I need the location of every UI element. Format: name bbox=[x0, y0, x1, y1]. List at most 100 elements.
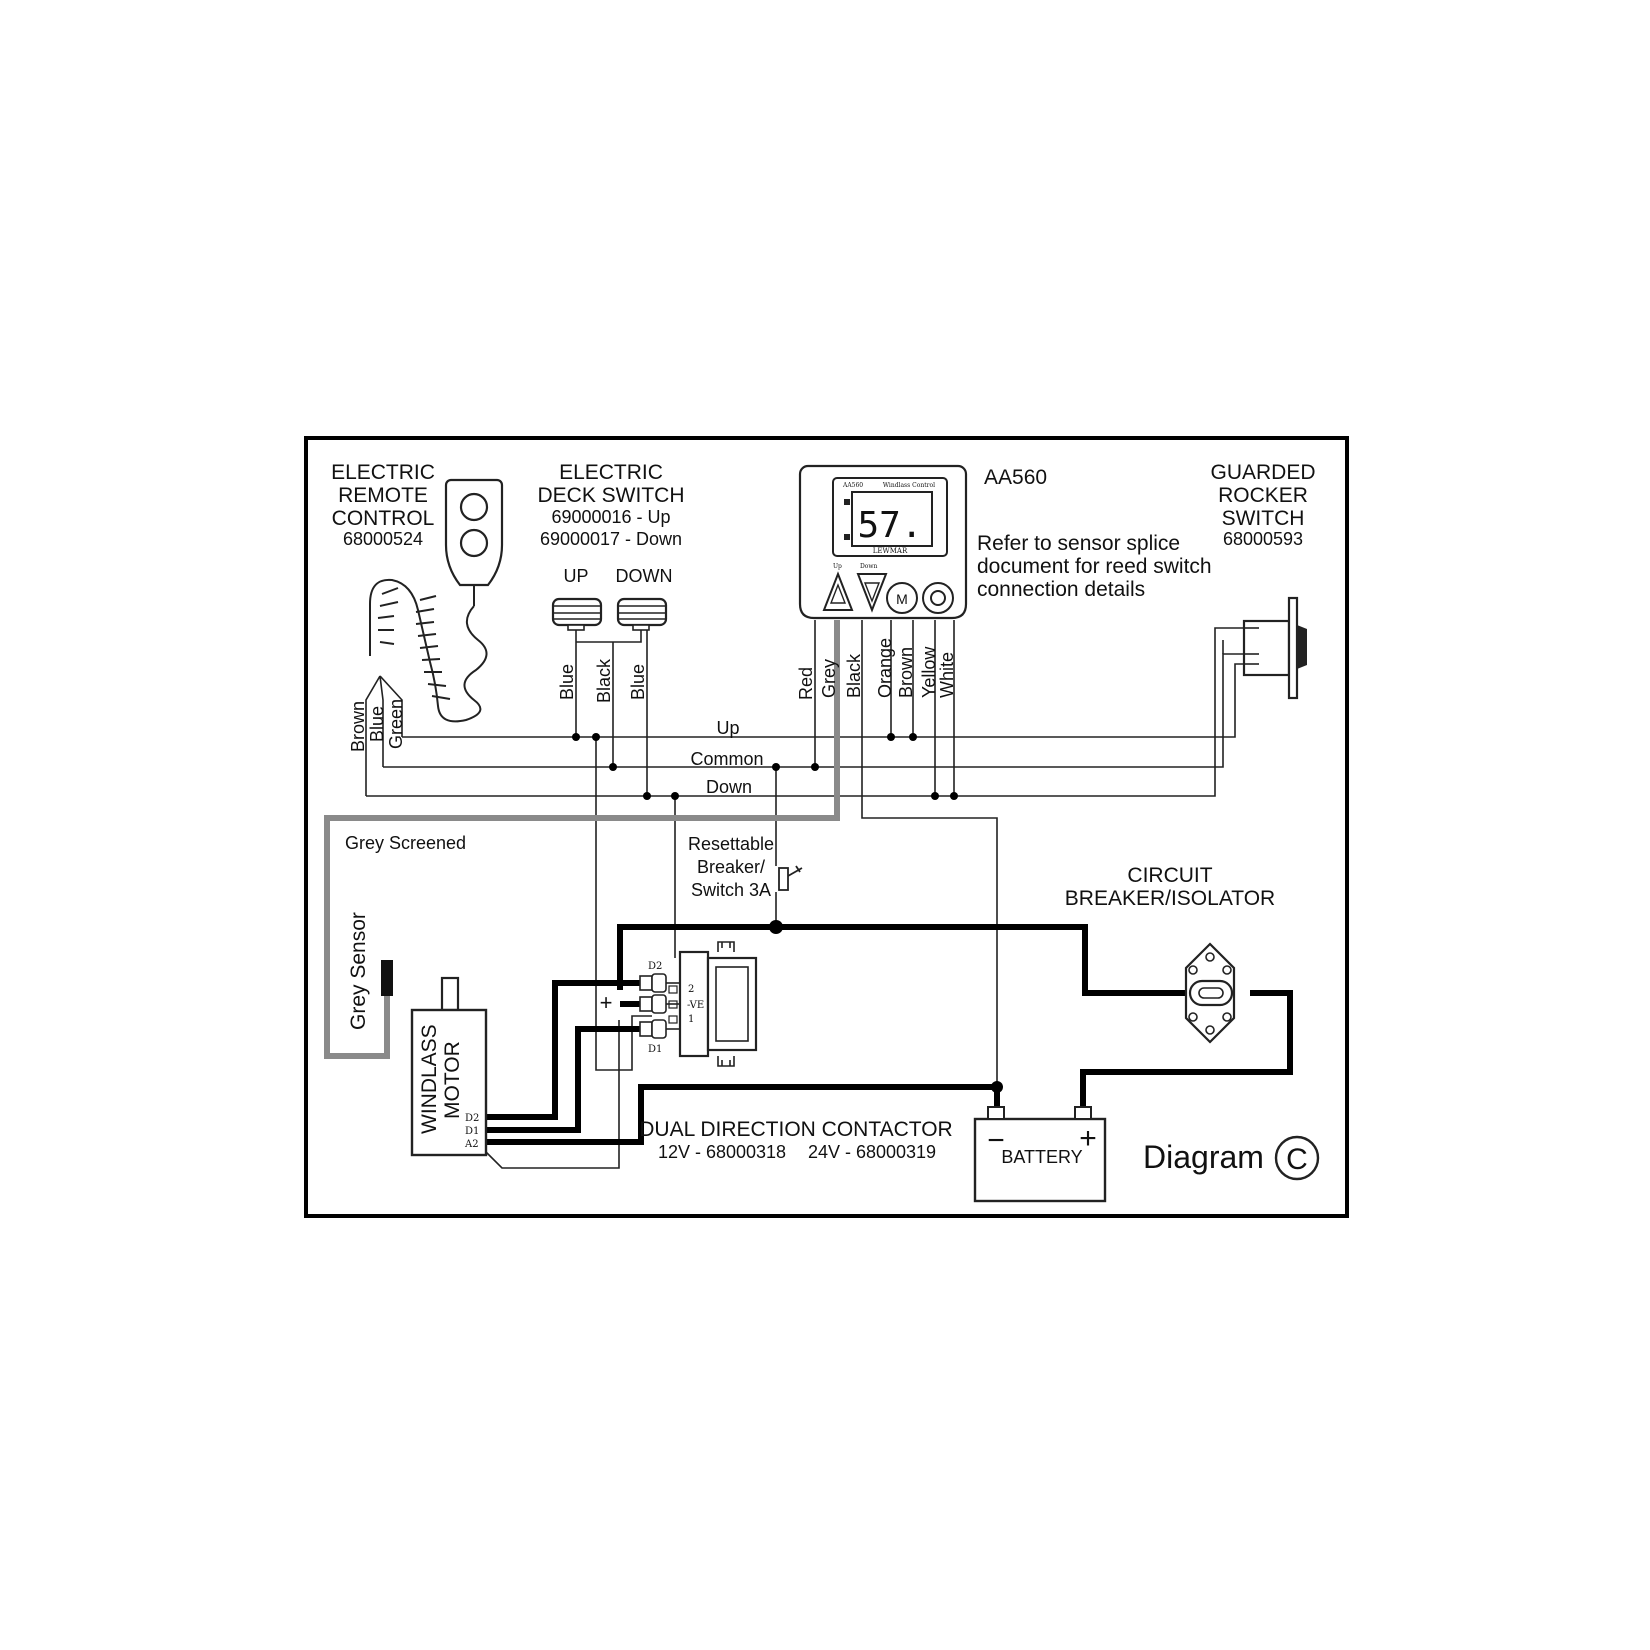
d1-power-wire bbox=[486, 1026, 640, 1133]
contactor-part-24v: 24V - 68000319 bbox=[808, 1142, 936, 1162]
remote-title-3: CONTROL bbox=[332, 507, 435, 530]
remote-coiled-cord-loops bbox=[377, 587, 451, 700]
remote-wire-green: Green bbox=[386, 699, 406, 749]
contactor-d1-stud-icon bbox=[639, 1021, 653, 1037]
cb-screw-bottom-icon bbox=[1205, 1025, 1215, 1035]
resettable-breaker-icon bbox=[778, 867, 789, 891]
rocker-body-icon bbox=[1242, 619, 1291, 677]
grey-screened-cable bbox=[324, 620, 840, 1059]
motor-title-1: WINDLASS bbox=[418, 1024, 441, 1134]
common-bus-label: Common bbox=[690, 749, 763, 769]
controller-display-window bbox=[851, 491, 933, 547]
electric-deck-switch: ELECTRIC DECK SWITCH 69000016 - Up 69000… bbox=[538, 461, 685, 703]
battery-label: BATTERY bbox=[1001, 1147, 1082, 1167]
contactor-top-tab-icon bbox=[717, 941, 735, 952]
deck-up-to-contactor bbox=[595, 737, 652, 1071]
ctrl-wire-yellow: Yellow bbox=[919, 646, 939, 698]
rocker-title-3: SWITCH bbox=[1222, 507, 1305, 530]
remote-title-1: ELECTRIC bbox=[331, 461, 435, 484]
cb-screw-br-icon bbox=[1222, 1012, 1232, 1022]
deck-wire-black: Black bbox=[594, 658, 614, 703]
contactor-plus-label: + bbox=[600, 990, 613, 1015]
cb-screw-tl-icon bbox=[1188, 965, 1198, 975]
contactor-ve-nut-icon bbox=[651, 994, 667, 1014]
motor-shaft-icon bbox=[440, 976, 460, 1012]
contactor-d1-nut-icon bbox=[651, 1019, 667, 1039]
rocker-bezel-icon bbox=[1287, 596, 1299, 700]
circuit-breaker-slot-icon bbox=[1198, 987, 1224, 999]
a2-return-wire bbox=[485, 1020, 620, 1169]
controller-power-glyph bbox=[930, 590, 946, 606]
circuit-breaker-title-2: BREAKER/ISOLATOR bbox=[1065, 887, 1275, 910]
battery-negative-wire bbox=[486, 1084, 1000, 1145]
contactor-body-icon bbox=[678, 950, 710, 1058]
remote-blue-lead bbox=[379, 675, 384, 767]
contactor-pin1-icon bbox=[668, 1015, 678, 1024]
controller-screen-header-right: Windlass Control bbox=[883, 482, 935, 489]
motor-title-2: MOTOR bbox=[441, 1041, 464, 1119]
deck-wire-blue-down: Blue bbox=[628, 664, 648, 700]
remote-title-2: REMOTE bbox=[338, 484, 428, 507]
controller-indicator-bottom bbox=[844, 534, 850, 540]
windlass-motor: WINDLASS MOTOR D2 D1 A2 bbox=[410, 976, 488, 1157]
diagram-letter-circle bbox=[1274, 1135, 1320, 1181]
motor-terminal-a2: A2 bbox=[464, 1139, 479, 1150]
motor-body-icon bbox=[410, 1008, 488, 1157]
remote-green-lead bbox=[379, 675, 403, 737]
ctrl-wire-white: White bbox=[937, 652, 957, 698]
power-wires bbox=[486, 924, 1293, 1145]
circuit-breaker-title-1: CIRCUIT bbox=[1127, 864, 1212, 887]
contactor-ve-stud-icon bbox=[639, 996, 653, 1012]
controller-mode-button-icon bbox=[886, 582, 918, 614]
controller-up-button-icon bbox=[822, 571, 854, 611]
battery-body-icon bbox=[973, 1117, 1107, 1203]
controller-model: AA560 bbox=[984, 466, 1047, 489]
remote-wire-blue: Blue bbox=[367, 706, 387, 742]
controller-down-caption: Down bbox=[860, 563, 878, 570]
controller-mode-glyph: M bbox=[896, 591, 908, 607]
controller-power-button-icon bbox=[922, 582, 954, 614]
contactor-title: DUAL DIRECTION CONTACTOR bbox=[639, 1118, 952, 1141]
rocker-title-2: ROCKER bbox=[1218, 484, 1308, 507]
rocker-title-1: GUARDED bbox=[1210, 461, 1315, 484]
contactor-d2-nut-icon bbox=[651, 973, 667, 993]
motor-terminal-d1: D1 bbox=[465, 1126, 479, 1137]
battery-neg-post-icon bbox=[987, 1106, 1005, 1120]
junction-dots bbox=[572, 733, 1003, 1093]
controller-note-3: connection details bbox=[977, 578, 1145, 601]
ctrl-wire-grey: Grey bbox=[819, 659, 839, 698]
remote-button-down-icon bbox=[459, 528, 489, 558]
contactor-terminal-1: 1 bbox=[688, 1014, 694, 1025]
deck-wire-blue-up: Blue bbox=[557, 664, 577, 700]
down-bus-label: Down bbox=[706, 777, 752, 797]
contactor-terminal-2: 2 bbox=[688, 984, 694, 995]
battery: − + BATTERY bbox=[973, 1106, 1107, 1203]
deck-common-link bbox=[576, 630, 642, 643]
aa560-controller: AA560 Windlass Control 57. LEWMAR Up Dow… bbox=[796, 464, 1212, 700]
battery-pos-post-icon bbox=[1074, 1106, 1092, 1120]
breaker-lever-icon bbox=[787, 865, 803, 877]
electric-remote-control: ELECTRIC REMOTE CONTROL 68000524 Brown B… bbox=[331, 461, 504, 752]
contactor-d2-stud-icon bbox=[639, 975, 653, 991]
remote-wire-brown: Brown bbox=[348, 701, 368, 752]
circuit-breaker-isolator: CIRCUIT BREAKER/ISOLATOR bbox=[1065, 864, 1275, 1044]
resettable-breaker: Resettable Breaker/ Switch 3A bbox=[688, 834, 803, 900]
contactor-terminal-d2: D2 bbox=[648, 961, 662, 972]
dual-direction-contactor: D2 D1 2 -VE 1 + DUAL DIRECTION CONTACTOR… bbox=[600, 941, 953, 1162]
contactor-window-icon bbox=[715, 966, 749, 1042]
contactor-terminal-d1: D1 bbox=[648, 1044, 662, 1055]
guarded-rocker-switch: GUARDED ROCKER SWITCH 68000593 bbox=[1210, 461, 1316, 700]
down-bus-wire bbox=[366, 627, 1259, 797]
remote-part-number: 68000524 bbox=[343, 529, 423, 549]
diagram-caption: Diagram bbox=[1143, 1139, 1264, 1175]
deck-switch-title-2: DECK SWITCH bbox=[538, 484, 685, 507]
breaker-small-label-2: Breaker/ bbox=[697, 857, 765, 877]
deck-switch-part-down: 69000017 - Down bbox=[540, 529, 682, 549]
deck-switch-up-icon bbox=[551, 597, 603, 631]
contactor-pin2-icon bbox=[668, 985, 678, 994]
contactor-bottom-tab-icon bbox=[717, 1056, 735, 1067]
controller-display-value: 57. bbox=[857, 505, 922, 546]
controller-down-arrow-icon bbox=[863, 582, 881, 603]
battery-neg-label: − bbox=[987, 1124, 1005, 1157]
deck-down-label: DOWN bbox=[616, 566, 673, 586]
